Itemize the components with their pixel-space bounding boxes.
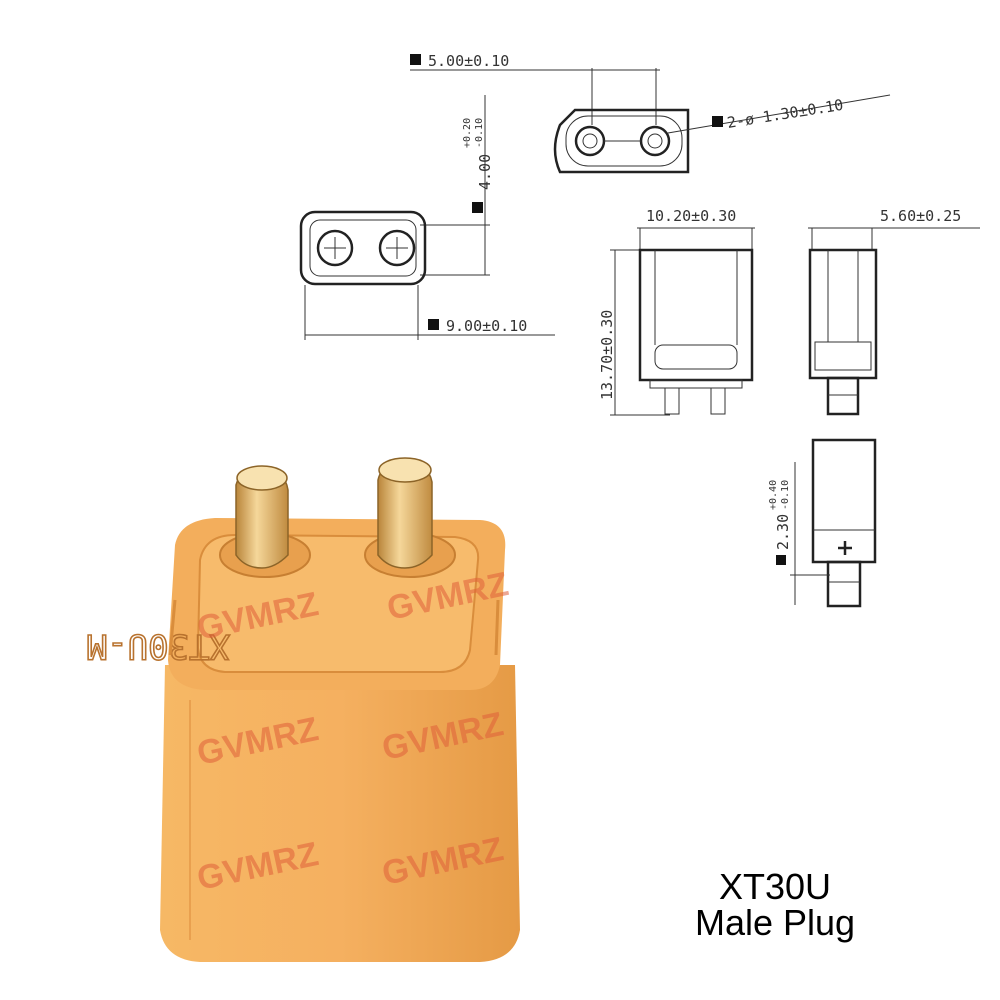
height-top-tol-plus: +0.20 (462, 118, 473, 148)
front-face-drawing: 4.00 +0.20 -0.10 9.00±0.10 (299, 95, 555, 340)
pin-tol-plus: +0.40 (768, 480, 779, 510)
dim-marker-icon (410, 54, 421, 65)
body-depth-dimension: 5.60±0.25 (880, 207, 961, 225)
height-top-dimension: 4.00 (476, 154, 494, 190)
body-height-dimension: 13.70±0.30 (598, 310, 616, 400)
dim-marker-icon (428, 319, 439, 330)
connector-illustration: XT30U-M (86, 457, 520, 962)
pin-height-dimension: 2.30 (774, 514, 792, 550)
end-view-drawing: 5.60±0.25 (808, 207, 980, 416)
pitch-dimension: 5.00±0.10 (428, 52, 509, 70)
dim-marker-icon (776, 555, 786, 565)
bottom-view-drawing: 2.30 +0.40 -0.10 (768, 438, 877, 608)
pin-tol-minus: -0.10 (780, 480, 791, 510)
height-top-tol-minus: -0.10 (474, 118, 485, 148)
hole-dimension: 2-ø 1.30±0.10 (726, 96, 845, 132)
product-model-caption: XT30U (718, 866, 832, 907)
side-elevation-drawing: 10.20±0.30 13.70±0.30 (598, 207, 755, 416)
dim-marker-icon (472, 202, 483, 213)
mold-marking: XT30U-M (87, 626, 230, 666)
body-width-dimension: 10.20±0.30 (646, 207, 736, 225)
product-type-caption: Male Plug (694, 902, 856, 943)
housing-body (160, 665, 520, 962)
width-face-dimension: 9.00±0.10 (446, 317, 527, 335)
dim-marker-icon (712, 116, 723, 127)
